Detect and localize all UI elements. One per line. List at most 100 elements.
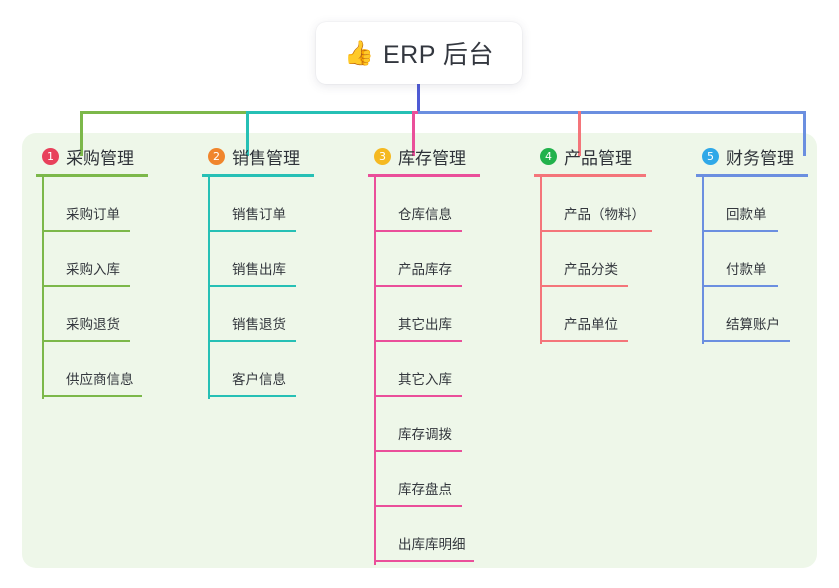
branch-item-rule (208, 285, 296, 287)
branch-item-label: 仓库信息 (398, 207, 452, 222)
branch-item[interactable]: 采购退货 (36, 287, 148, 342)
branch-item-rule (540, 285, 628, 287)
branch-column-4: 4 产品管理产品（物料） 产品分类产品单位 (534, 144, 652, 344)
branch-item-rule (374, 285, 462, 287)
branch-item-rule (208, 395, 296, 397)
branch-item-rule (208, 340, 296, 342)
bus-drop-finance (803, 111, 806, 156)
branch-item-rule (374, 505, 462, 507)
bus-segment-sales (246, 111, 412, 114)
branch-title: 财务管理 (726, 148, 794, 168)
branch-underline (534, 174, 646, 177)
branch-column-5: 5 财务管理回款单付款单结算账户 (696, 144, 808, 344)
branch-item[interactable]: 产品单位 (534, 287, 646, 342)
branch-item-label: 采购入库 (66, 262, 120, 277)
branch-item-label: 结算账户 (726, 317, 780, 332)
branch-item[interactable]: 供应商信息 (36, 342, 148, 397)
branch-item-label: 出库库明细 (398, 537, 466, 552)
branch-header-1[interactable]: 1 采购管理 (36, 144, 148, 168)
branch-item-rule (208, 230, 296, 232)
branch-item[interactable]: 结算账户 (696, 287, 808, 342)
branch-item-rule (540, 230, 652, 232)
branch-number-badge: 2 (208, 147, 225, 165)
branch-underline (368, 174, 480, 177)
branch-item-label: 产品（物料） (564, 207, 645, 222)
branch-header-3[interactable]: 3 库存管理 (368, 144, 480, 168)
branch-item[interactable]: 销售退货 (202, 287, 314, 342)
branch-item[interactable]: 其它出库 (368, 287, 480, 342)
branch-item[interactable]: 销售出库 (202, 232, 314, 287)
branch-item[interactable]: 产品（物料） (534, 177, 652, 232)
branch-item-label: 库存盘点 (398, 482, 452, 497)
branch-item-label: 其它入库 (398, 372, 452, 387)
branch-column-3: 3 库存管理仓库信息产品库存其它出库其它入库库存调拨库存盘点出库库明细 (368, 144, 480, 565)
branch-title: 产品管理 (564, 148, 632, 168)
branch-number-badge: 5 (702, 147, 719, 165)
branch-spine (42, 177, 44, 399)
branch-header-2[interactable]: 2 销售管理 (202, 144, 314, 168)
branch-item[interactable]: 客户信息 (202, 342, 314, 397)
branch-item-label: 产品库存 (398, 262, 452, 277)
branch-underline (36, 174, 148, 177)
branch-item-label: 采购退货 (66, 317, 120, 332)
branch-item-label: 产品单位 (564, 317, 618, 332)
branch-underline (696, 174, 808, 177)
bus-drop-inventory (412, 111, 415, 156)
branch-item-label: 销售退货 (232, 317, 286, 332)
branch-title: 销售管理 (232, 148, 300, 168)
branch-item[interactable]: 回款单 (696, 177, 808, 232)
branch-item[interactable]: 仓库信息 (368, 177, 480, 232)
branch-item-rule (42, 340, 130, 342)
branch-item[interactable]: 出库库明细 (368, 507, 480, 562)
branch-item[interactable]: 销售订单 (202, 177, 314, 232)
branch-spine (374, 177, 376, 565)
branch-item[interactable]: 采购订单 (36, 177, 148, 232)
thumbs-up-icon: 👍 (344, 40, 374, 67)
branch-item-label: 客户信息 (232, 372, 286, 387)
branch-spine (540, 177, 542, 344)
branch-item-rule (42, 230, 130, 232)
branch-item-label: 销售出库 (232, 262, 286, 277)
branch-item-label: 销售订单 (232, 207, 286, 222)
branch-item-label: 库存调拨 (398, 427, 452, 442)
bus-drop-product (578, 111, 581, 156)
root-node-erp-backend[interactable]: 👍 ERP 后台 (316, 22, 522, 84)
branch-number-badge: 1 (42, 147, 59, 165)
branch-header-4[interactable]: 4 产品管理 (534, 144, 646, 168)
branch-column-1: 1 采购管理采购订单采购入库采购退货供应商信息 (36, 144, 148, 399)
branch-items-list: 回款单付款单结算账户 (696, 177, 808, 344)
branch-column-2: 2 销售管理销售订单销售出库销售退货客户信息 (202, 144, 314, 399)
branch-item[interactable]: 采购入库 (36, 232, 148, 287)
branch-header-5[interactable]: 5 财务管理 (696, 144, 808, 168)
branch-title: 采购管理 (66, 148, 134, 168)
branch-item[interactable]: 付款单 (696, 232, 808, 287)
branch-item-rule (374, 230, 462, 232)
branch-items-list: 仓库信息产品库存其它出库其它入库库存调拨库存盘点出库库明细 (368, 177, 480, 565)
branch-item-rule (42, 395, 142, 397)
branch-item[interactable]: 库存盘点 (368, 452, 480, 507)
branch-title: 库存管理 (398, 148, 466, 168)
branch-items-list: 产品（物料） 产品分类产品单位 (534, 177, 652, 344)
branch-item[interactable]: 其它入库 (368, 342, 480, 397)
branch-spine (208, 177, 210, 399)
branch-item[interactable]: 库存调拨 (368, 397, 480, 452)
bus-drop-purchasing (80, 111, 83, 156)
branch-item-rule (374, 395, 462, 397)
branch-item-rule (374, 340, 462, 342)
branch-spine (702, 177, 704, 344)
branch-number-badge: 4 (540, 147, 557, 165)
branch-underline (202, 174, 314, 177)
branch-items-list: 采购订单采购入库采购退货供应商信息 (36, 177, 148, 399)
branch-item-rule (42, 285, 130, 287)
branch-item-label: 供应商信息 (66, 372, 134, 387)
branch-item-rule (702, 230, 778, 232)
branch-item-label: 其它出库 (398, 317, 452, 332)
branch-item[interactable]: 产品分类 (534, 232, 646, 287)
branch-number-badge: 3 (374, 147, 391, 165)
bus-segment-product (418, 111, 806, 114)
branch-item-label: 采购订单 (66, 207, 120, 222)
branch-item[interactable]: 产品库存 (368, 232, 480, 287)
bus-drop-sales (246, 111, 249, 156)
root-stem-connector (417, 84, 420, 112)
branch-item-label: 回款单 (726, 207, 767, 222)
